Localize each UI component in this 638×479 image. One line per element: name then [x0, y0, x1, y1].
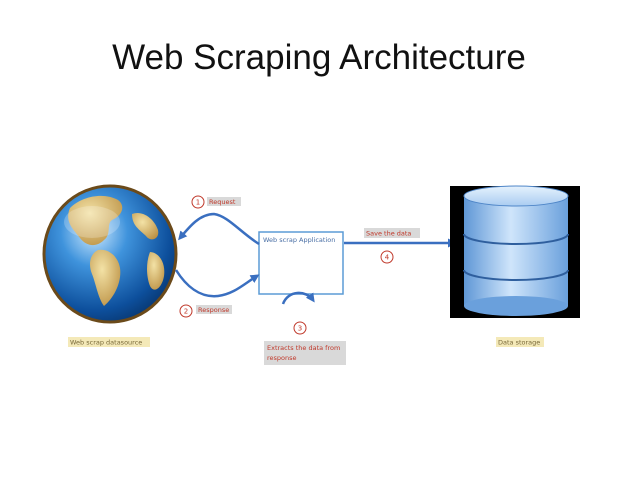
response-label: Response — [198, 306, 229, 314]
request-label: Request — [209, 198, 236, 206]
save-label-bg — [364, 228, 420, 238]
step-3-number: 3 — [298, 325, 302, 333]
request-arrow — [178, 212, 260, 246]
datasource-caption-bg — [68, 337, 150, 347]
extract-label-bg — [264, 341, 346, 365]
save-label: Save the data — [366, 230, 411, 238]
globe-icon — [42, 184, 178, 324]
step-1-marker: 1 — [191, 195, 205, 209]
slide-title: Web Scraping Architecture — [112, 38, 526, 77]
response-label-bg — [196, 305, 232, 314]
step-4-number: 4 — [385, 254, 390, 262]
step-1-number: 1 — [196, 199, 200, 207]
extract-arrow — [281, 291, 315, 305]
datasource-caption: Web scrap datasource — [70, 339, 142, 347]
extract-label-line-2: response — [267, 354, 297, 362]
request-label-bg — [207, 197, 241, 206]
storage-caption-bg — [496, 337, 544, 347]
step-3-marker: 3 — [293, 321, 307, 335]
database-icon — [450, 185, 580, 318]
step-2-number: 2 — [184, 308, 188, 316]
response-arrow — [174, 269, 260, 298]
storage-caption: Data storage — [498, 339, 540, 347]
application-caption: Web scrap Application — [263, 236, 335, 244]
step-4-marker: 4 — [380, 250, 394, 264]
step-2-marker: 2 — [179, 304, 193, 318]
extract-label-line-1: Extracts the data from — [267, 344, 340, 352]
